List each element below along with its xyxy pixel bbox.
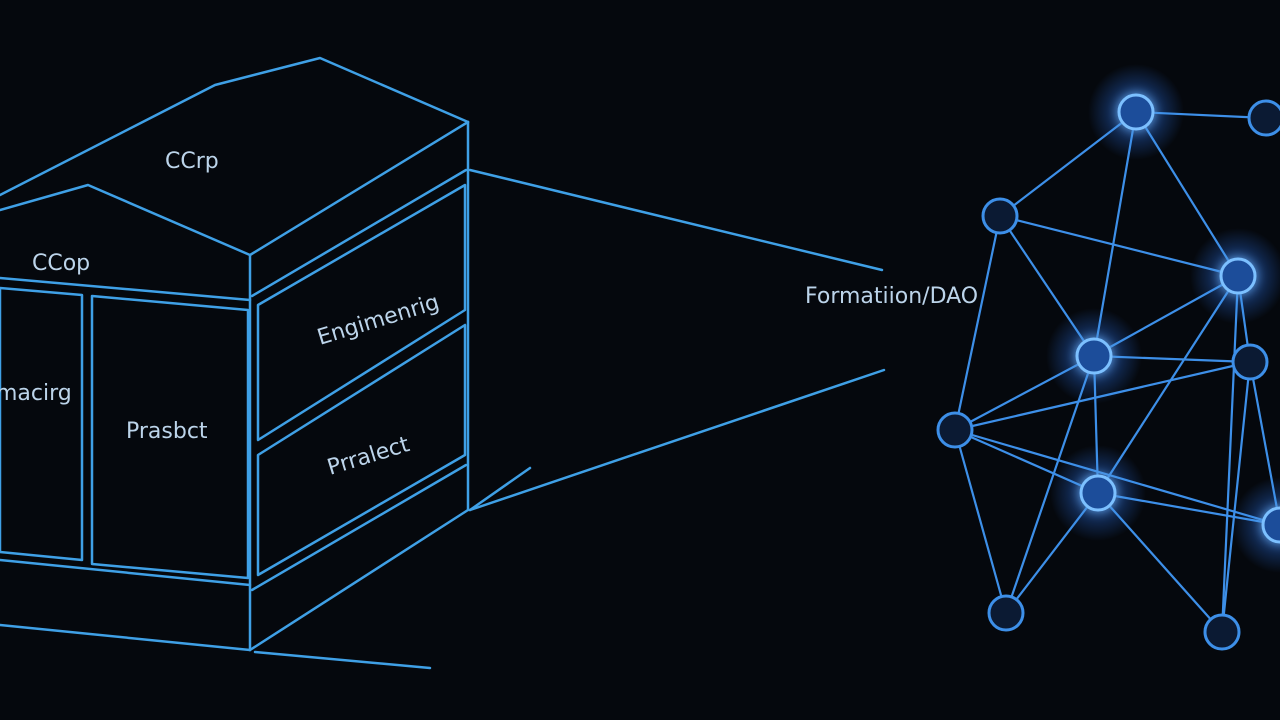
network-edge bbox=[1092, 110, 1138, 358]
network-edge bbox=[953, 214, 1002, 432]
network-edge bbox=[953, 360, 1252, 432]
network-node bbox=[1117, 93, 1155, 131]
connector-lower bbox=[468, 368, 886, 512]
side-panel-bottom bbox=[256, 323, 467, 577]
connector-label: Formatiion/DAO bbox=[805, 284, 978, 309]
network-edge bbox=[1096, 491, 1224, 634]
network-edge bbox=[1092, 274, 1240, 358]
panel-left-label: macirg bbox=[0, 381, 72, 406]
front-panel-left bbox=[0, 286, 84, 562]
network-node bbox=[1203, 613, 1241, 651]
network-edge bbox=[1220, 360, 1252, 634]
network-node bbox=[1075, 337, 1113, 375]
ground-line bbox=[253, 650, 432, 670]
roof-ridge bbox=[248, 120, 470, 257]
network-node bbox=[981, 197, 1019, 235]
network-node bbox=[1079, 474, 1117, 512]
front-eave bbox=[0, 276, 252, 302]
front-gable bbox=[0, 183, 252, 257]
network-edge bbox=[953, 428, 1280, 527]
network-node-glow bbox=[1232, 477, 1280, 573]
network-node bbox=[987, 594, 1025, 632]
network-edge bbox=[998, 214, 1240, 278]
side-rule-top bbox=[250, 168, 468, 298]
network-node bbox=[1231, 343, 1269, 381]
network-edge bbox=[998, 110, 1138, 218]
network-edge bbox=[1004, 354, 1096, 615]
network-edge bbox=[1096, 274, 1240, 495]
side-panel-top-label: Engimenrig bbox=[314, 290, 442, 351]
front-panel-middle bbox=[90, 294, 250, 580]
connector-upper bbox=[468, 168, 884, 272]
front-plinth bbox=[0, 623, 252, 652]
network-edge bbox=[953, 428, 1100, 495]
network-node bbox=[1219, 257, 1257, 295]
network-edge bbox=[1220, 274, 1240, 634]
side-rule-bottom bbox=[250, 463, 468, 592]
network-node bbox=[1261, 506, 1280, 544]
roof-label-front: CCop bbox=[32, 251, 90, 276]
network-edge bbox=[1004, 491, 1100, 615]
network-graph bbox=[936, 64, 1280, 651]
connector-arrow-tick bbox=[468, 466, 532, 512]
network-edge bbox=[953, 354, 1096, 432]
network-edge bbox=[1134, 110, 1240, 278]
network-node bbox=[1247, 99, 1280, 137]
network-edge bbox=[1092, 354, 1100, 495]
panel-middle-label: Prasbct bbox=[126, 419, 208, 444]
network-edge bbox=[998, 214, 1096, 358]
corporate-building bbox=[0, 56, 470, 670]
network-node bbox=[936, 411, 974, 449]
side-panel-bottom-label: Prralect bbox=[324, 432, 412, 481]
network-edge bbox=[1092, 354, 1252, 364]
back-roof-line bbox=[0, 56, 470, 197]
connector-lines bbox=[468, 168, 886, 512]
network-edge bbox=[1096, 491, 1280, 527]
side-panel-top bbox=[256, 183, 467, 442]
network-edge bbox=[953, 428, 1008, 615]
side-base bbox=[248, 508, 470, 652]
network-edge bbox=[1134, 110, 1268, 120]
roof-label-top: CCrp bbox=[165, 149, 219, 174]
front-base bbox=[0, 558, 252, 587]
network-edge bbox=[1248, 360, 1280, 527]
